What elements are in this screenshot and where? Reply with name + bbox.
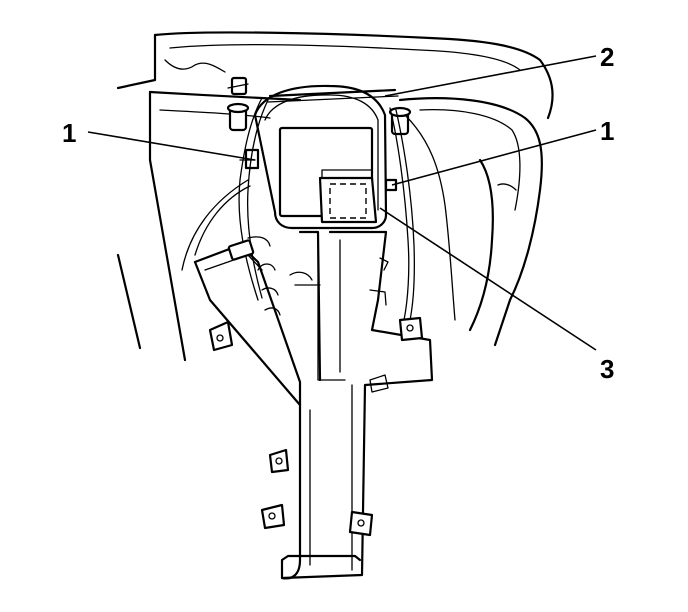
right-fastener: [384, 106, 412, 192]
instrument-panel-structure: [116, 31, 554, 362]
callout-2: 2: [600, 42, 614, 72]
blower-motor-control-module: [318, 169, 378, 224]
leader-line-1-left: [87, 131, 256, 161]
callout-1-right: 1: [600, 116, 614, 146]
leader-line-3: [379, 207, 597, 351]
duct-mounting-tabs: [208, 316, 424, 537]
leader-line-2: [384, 55, 597, 97]
callout-labels: 1 2 1 3: [62, 42, 614, 384]
callout-1-left: 1: [62, 118, 76, 148]
callout-3: 3: [600, 354, 614, 384]
callout-leaders: [87, 55, 597, 351]
air-duct-assembly: [193, 230, 434, 580]
fasteners: [226, 76, 412, 192]
wiring-harness: [238, 97, 456, 321]
leader-line-1-right: [391, 129, 597, 186]
